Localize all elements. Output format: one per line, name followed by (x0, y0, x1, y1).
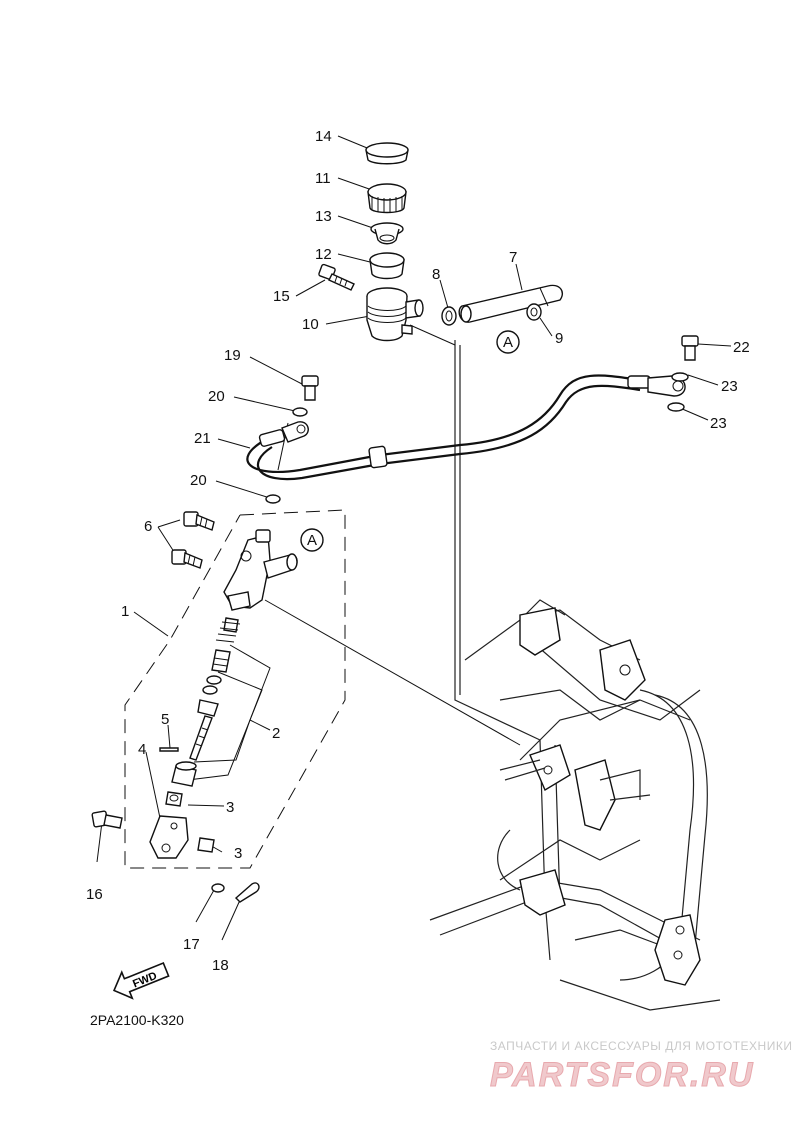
diagram-code: 2PA2100-K320 (90, 1012, 184, 1028)
callout-20-lower: 20 (190, 472, 207, 489)
callout-19: 19 (224, 347, 241, 364)
callout-12: 12 (315, 246, 332, 263)
nut-3-upper (165, 791, 183, 807)
ref-marker-upper: A (496, 330, 520, 354)
bolt-6-lower (171, 549, 203, 569)
washer-20-lower (265, 494, 281, 504)
bolt-6-upper (183, 511, 215, 531)
callout-20-upper: 20 (208, 388, 225, 405)
hose-clamp-8 (441, 306, 457, 326)
callout-6: 6 (144, 518, 152, 535)
callout-8: 8 (432, 266, 440, 283)
pin-5 (159, 747, 179, 752)
ref-marker-upper-label: A (503, 334, 513, 351)
reservoir-cap (367, 183, 407, 214)
reservoir (366, 287, 424, 342)
callout-10: 10 (302, 316, 319, 333)
callout-21: 21 (194, 430, 211, 447)
hose-clamp-9 (526, 303, 542, 321)
callout-9: 9 (555, 330, 563, 347)
washer-17 (211, 883, 225, 893)
callout-22: 22 (733, 339, 750, 356)
callout-11: 11 (315, 170, 331, 187)
bolt-15 (318, 263, 355, 291)
boot (171, 761, 197, 787)
washer-23-upper (671, 372, 689, 382)
callout-13: 13 (315, 208, 332, 225)
callout-2: 2 (272, 725, 280, 742)
callout-1: 1 (121, 603, 129, 620)
watermark-tagline: ЗАПЧАСТИ И АКСЕССУАРЫ ДЛЯ МОТОТЕХНИКИ (490, 1039, 792, 1053)
diaphragm-plate (370, 222, 404, 245)
fwd-arrow-icon: FWD (112, 961, 170, 1000)
watermark: ЗАПЧАСТИ И АКСЕССУАРЫ ДЛЯ МОТОТЕХНИКИ PA… (490, 1039, 792, 1095)
frame-illustration (429, 340, 721, 1011)
fwd-label: FWD (131, 970, 159, 991)
reservoir-hose (458, 284, 564, 323)
watermark-logo: PARTSFOR.RU (490, 1056, 754, 1094)
callout-23-upper: 23 (721, 378, 738, 395)
callout-7: 7 (509, 249, 517, 266)
union-bolt-19 (301, 375, 319, 401)
callout-5: 5 (161, 711, 169, 728)
clevis (149, 815, 189, 859)
union-bolt-22 (681, 335, 699, 361)
callout-18: 18 (212, 957, 229, 974)
washer-20-upper (292, 407, 308, 417)
callout-17: 17 (183, 936, 200, 953)
bolt-16 (91, 810, 123, 829)
callout-14: 14 (315, 128, 332, 145)
callout-23-lower: 23 (710, 415, 727, 432)
callout-16: 16 (86, 886, 103, 903)
master-cylinder (223, 529, 298, 611)
callout-3-upper: 3 (226, 799, 234, 816)
callout-3-lower: 3 (234, 845, 242, 862)
diaphragm (369, 252, 405, 280)
nut-3-lower (197, 837, 215, 853)
ref-marker-lower-label: A (307, 532, 317, 549)
reservoir-cap-cover (365, 142, 409, 165)
callout-15: 15 (273, 288, 290, 305)
callout-4: 4 (138, 741, 146, 758)
assembly-outline (124, 509, 346, 869)
cotter-pin-18 (234, 882, 260, 903)
ref-marker-lower: A (300, 528, 324, 552)
leader-lines (96, 135, 732, 941)
callout-labels: 14 11 13 12 15 10 8 7 9 19 20 21 20 6 1 … (86, 128, 750, 974)
washer-23-lower (667, 402, 685, 412)
piston-kit (189, 617, 241, 761)
